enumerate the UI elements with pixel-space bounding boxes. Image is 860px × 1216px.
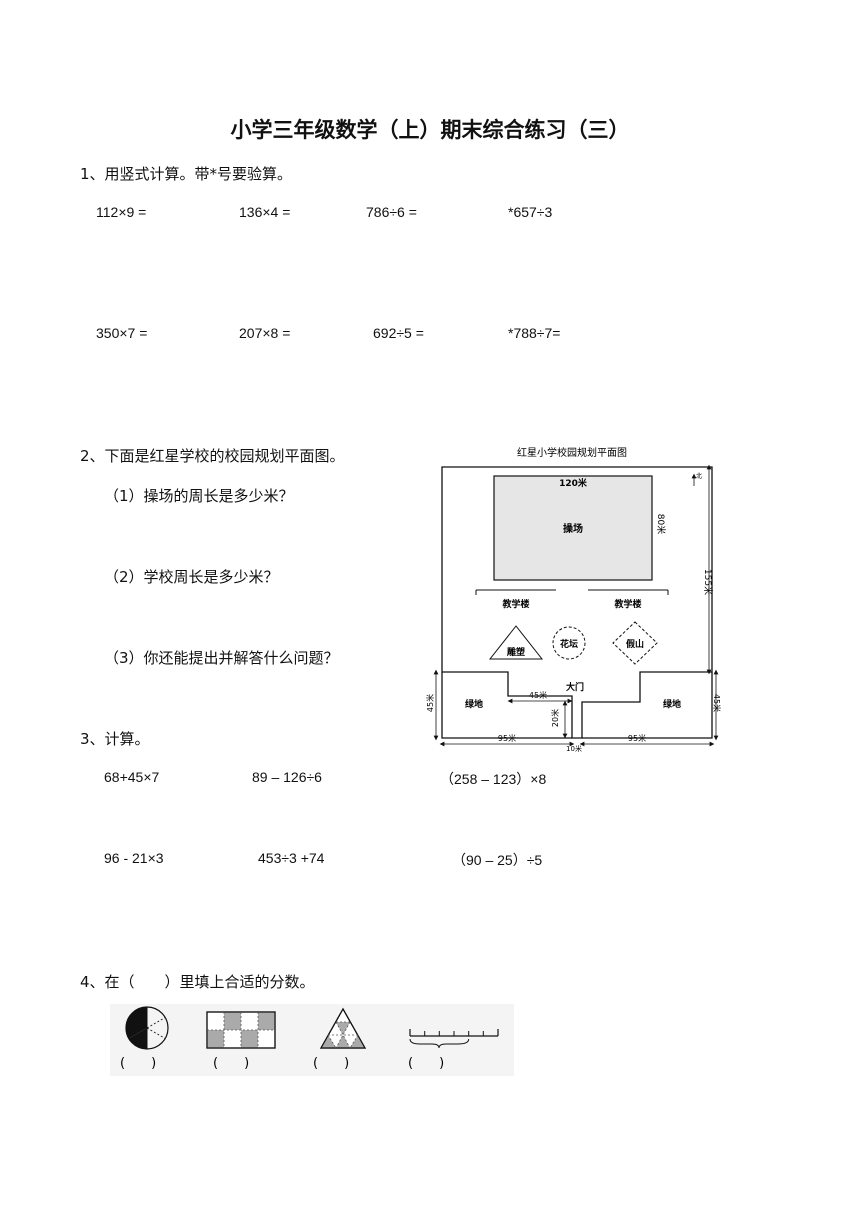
blank-4[interactable]: ( ) [408,1056,444,1071]
q3-item-4: 96 - 21×3 [104,850,164,866]
q3-item-1: 68+45×7 [104,769,160,785]
q2-sub-2: （2）学校周长是多少米？ [104,568,279,586]
playground-width-label: 120米 [559,477,588,489]
page-title: 小学三年级数学（上）期末综合练习（三） [230,117,630,142]
fraction-triangle [319,1007,367,1049]
blank-2[interactable]: ( ) [213,1056,249,1071]
q2-heading: 2、下面是红星学校的校园规划平面图。 [80,447,345,465]
north-label: 北 [696,472,702,480]
building-right-outline [588,589,669,595]
rockery-label: 假山 [626,638,644,650]
green-right-boundary [582,672,713,739]
sculpture-shape [488,625,544,660]
map-title: 红星小学校园规划平面图 [517,446,627,459]
q3-item-3: （258 – 123）×8 [440,771,547,787]
fraction-figures: ( ) ( ) ( ) ( ) [110,1004,514,1076]
q3-item-5: 453÷3 +74 [258,850,325,866]
q1-item-6: 207×8 = [239,325,291,341]
q1-item-3: 786÷6 = [366,204,417,220]
building-left: 教学楼 [501,598,529,610]
q1-item-1: 112×9 = [96,204,147,220]
school-height-label: 155米 [702,569,714,595]
q1-item-7: 692÷5 = [373,325,424,341]
q3-item-2: 89 – 126÷6 [252,769,322,785]
green-left-label: 绿地 [465,698,483,710]
gate-label: 大门 [566,681,584,693]
blank-1[interactable]: ( ) [120,1056,156,1071]
fraction-figures-svg: ( ) ( ) ( ) ( ) [120,1006,499,1071]
fraction-rectangle [206,1011,276,1049]
playground [493,475,653,581]
green-right-label: 绿地 [663,698,681,710]
q1-item-5: 350×7 = [96,325,148,341]
fraction-circle [125,1006,169,1050]
green-height-left-label: 45米 [425,694,435,712]
green-left-boundary [441,672,572,739]
q2-sub-3: （3）你还能提出并解答什么问题？ [104,649,339,667]
blank-3[interactable]: ( ) [313,1056,349,1071]
flowerbed-shape [552,626,586,660]
q3-item-6: （90 – 25）÷5 [452,852,543,868]
campus-map: 红星小学校园规划平面图 120米 操场 80米 教学楼 教学楼 雕塑 花坛 假山… [425,446,722,752]
building-left-outline [475,589,556,595]
q1-item-8: *788÷7= [508,325,561,341]
step-width-label: 45米 [529,690,547,700]
fraction-number-line [409,1029,499,1049]
playground-height-label: 80米 [655,514,667,534]
flowerbed-label: 花坛 [560,638,578,650]
sculpture-label: 雕塑 [507,646,525,658]
q2-sub-1: （1）操场的周长是多少米？ [104,487,294,505]
bottom-right-label: 95米 [628,733,646,743]
q1-item-4: *657÷3 [508,204,553,220]
q1-heading: 1、用竖式计算。带*号要验算。 [80,165,293,183]
building-right: 教学楼 [613,598,641,610]
q4-heading: 4、在（ ）里填上合适的分数。 [80,973,315,991]
gate-width-label: 10米 [566,744,582,752]
step-height-label: 20米 [550,709,560,727]
rockery-shape [612,621,658,665]
bottom-left-label: 95米 [498,733,516,743]
q3-heading: 3、计算。 [80,730,150,748]
green-height-right-label: 45米 [712,694,722,712]
q1-item-2: 136×4 = [239,204,291,220]
playground-label: 操场 [563,522,583,535]
